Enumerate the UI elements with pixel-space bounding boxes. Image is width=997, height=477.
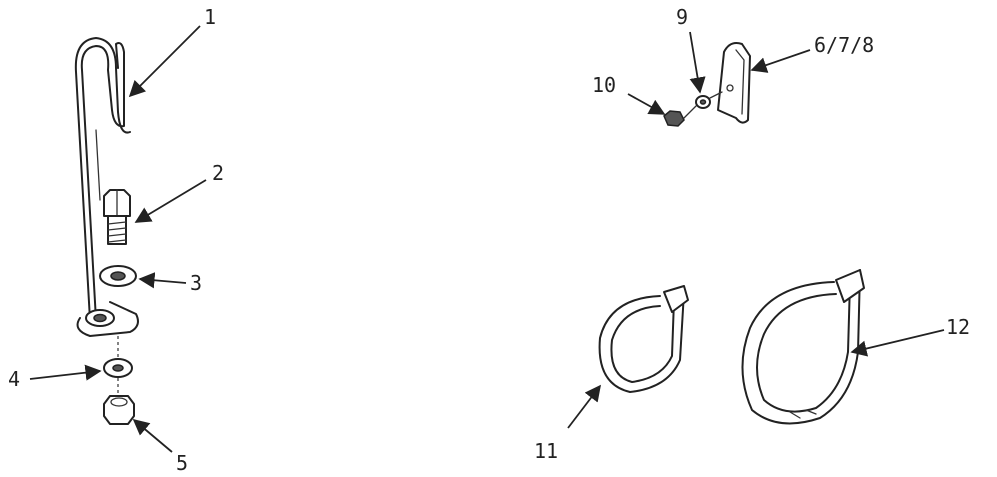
flat-washer-part xyxy=(99,265,137,287)
assembly-axis-line xyxy=(709,91,723,99)
leader-arrow-678 xyxy=(750,49,811,73)
leader-arrow-9 xyxy=(689,31,706,94)
callout-12: 12 xyxy=(946,315,970,339)
callout-678: 6/7/8 xyxy=(814,33,874,57)
bolt-part xyxy=(103,189,131,245)
small-washer-part xyxy=(695,95,711,109)
small-nut-part xyxy=(663,110,685,127)
leader-arrow-4 xyxy=(29,364,102,381)
callout-3: 3 xyxy=(190,271,202,295)
leader-arrow-12 xyxy=(850,329,945,357)
rod-bracket-part xyxy=(74,37,139,337)
callout-1: 1 xyxy=(204,5,216,29)
clip-part xyxy=(717,42,751,124)
callout-2: 2 xyxy=(212,161,224,185)
callout-5: 5 xyxy=(176,451,188,475)
leader-arrow-1 xyxy=(128,25,201,98)
callout-4: 4 xyxy=(8,367,20,391)
leader-arrow-2 xyxy=(134,179,207,223)
callout-10: 10 xyxy=(592,73,616,97)
leader-arrow-3 xyxy=(138,272,187,289)
leader-arrow-10 xyxy=(627,93,666,115)
callout-11: 11 xyxy=(534,439,558,463)
large-strap-clamp-part xyxy=(741,269,865,425)
small-strap-clamp-part xyxy=(598,285,689,393)
nut-part xyxy=(103,395,135,425)
leader-arrow-11 xyxy=(567,384,601,429)
lock-washer-part xyxy=(103,358,133,378)
leader-arrow-5 xyxy=(132,418,173,453)
assembly-axis-line xyxy=(683,105,697,119)
callout-9: 9 xyxy=(676,5,688,29)
